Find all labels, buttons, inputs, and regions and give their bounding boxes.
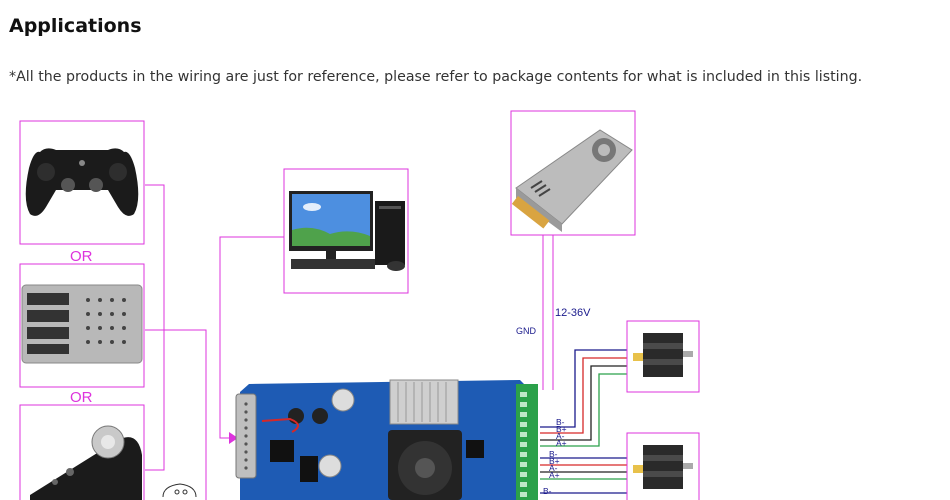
reference-note: *All the products in the wiring are just… — [9, 69, 863, 85]
db-connector-icon — [162, 483, 197, 498]
power-supply-icon — [511, 129, 633, 232]
or-label: OR — [70, 389, 93, 406]
stepper-motor-icon — [633, 445, 693, 489]
or-label: OR — [70, 248, 93, 265]
pin-label: B- — [549, 449, 558, 459]
power-supply-panel — [510, 110, 636, 236]
gamepad-icon — [25, 148, 139, 216]
controller-icon — [21, 284, 143, 364]
motor-wires — [540, 349, 628, 494]
section-title: Applications — [9, 15, 142, 37]
stepper-motor-panel — [626, 320, 700, 393]
computer-panel — [283, 168, 409, 294]
pin-label: B- — [543, 486, 552, 496]
pin-label: B+ — [556, 424, 567, 434]
pin-label: B- — [556, 417, 565, 427]
wiring-diagram: OR OR — [19, 110, 700, 500]
pin-label: B+ — [549, 456, 560, 466]
pin-label: A- — [549, 463, 558, 473]
controller-panel — [19, 263, 145, 388]
handwheel-panel — [19, 404, 145, 500]
pin-label: A- — [556, 431, 565, 441]
computer-icon — [289, 191, 405, 271]
stepper-motor-icon — [633, 333, 693, 377]
pin-label: A+ — [549, 470, 560, 480]
handwheel-icon — [30, 425, 142, 500]
connection-wires — [145, 184, 554, 500]
gamepad-panel — [19, 120, 145, 245]
pin-label: A+ — [556, 438, 567, 448]
arrow-icon — [229, 432, 238, 444]
controller-board — [235, 379, 538, 500]
gnd-label: GND — [516, 326, 537, 336]
voltage-label: 12-36V — [555, 307, 591, 319]
stepper-motor-panel — [626, 432, 700, 500]
